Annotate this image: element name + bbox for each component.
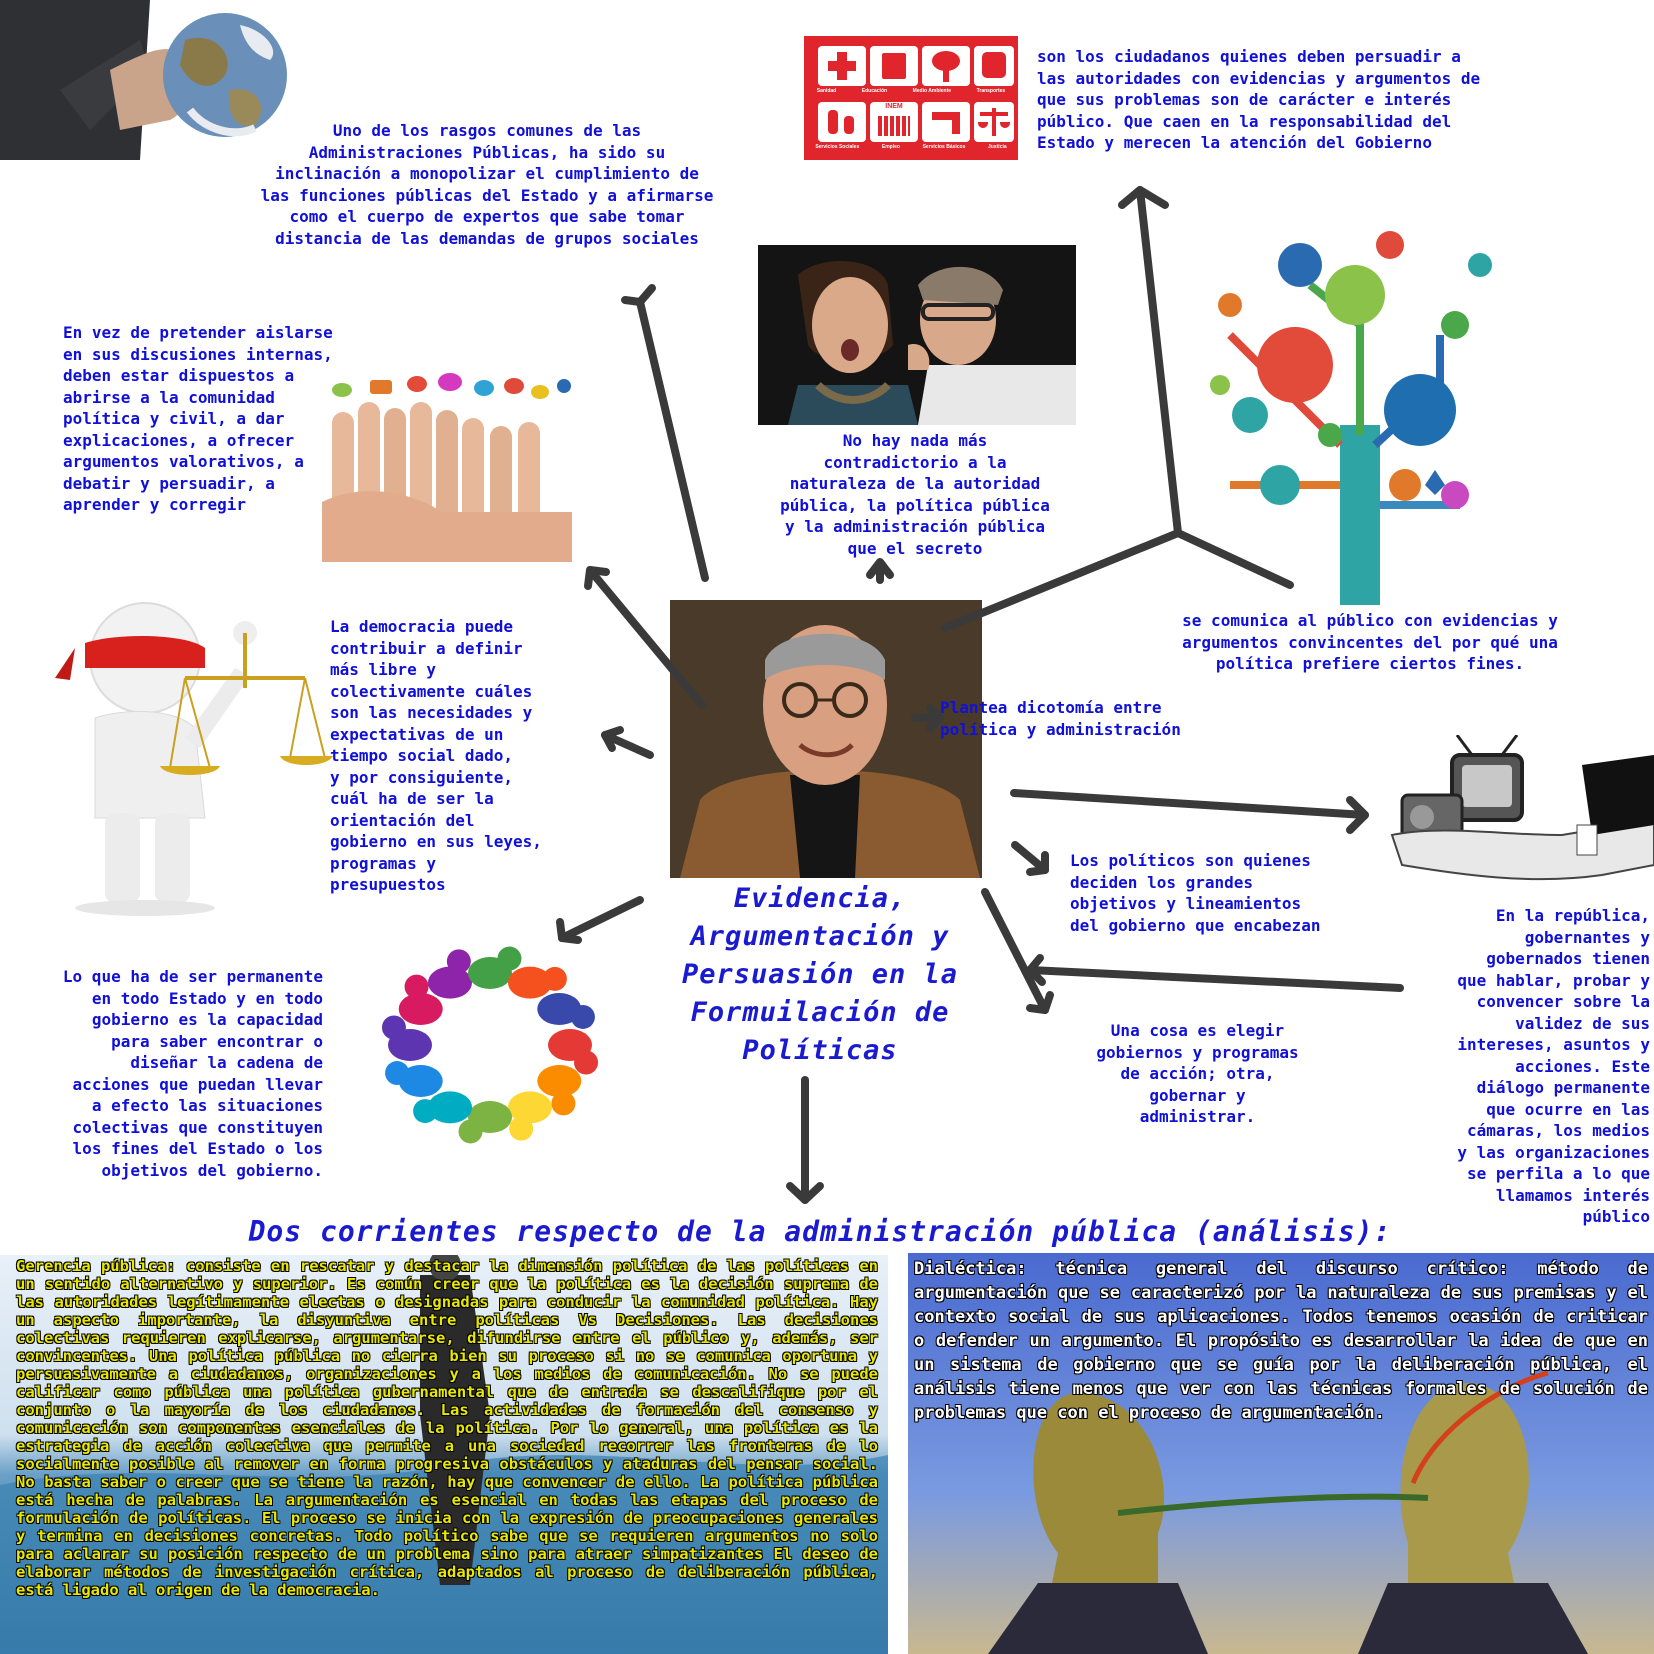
ring-figure-head (542, 966, 567, 991)
service-label: Sanidad (816, 88, 837, 94)
ring-figure (537, 993, 582, 1025)
ring-figure-head (509, 1116, 534, 1141)
note-citizens-persuade: son los ciudadanos quienes deben persuad… (1037, 47, 1481, 152)
inem-label: INEM (885, 103, 903, 110)
whisper-photo (758, 245, 1076, 425)
ring-figure (537, 1065, 582, 1097)
family-icon (818, 102, 866, 142)
section-title: Dos corrientes respecto de la administra… (248, 1215, 1392, 1248)
note-democracy: La democracia puede contribuir a definir… (330, 617, 542, 894)
people-ring-image (340, 930, 640, 1160)
note-secrecy: No hay nada más contradictorio a la natu… (780, 431, 1050, 558)
service-label: Medio Ambiente (912, 88, 952, 94)
note-dichotomy: Plantea dicotomía entre política y admin… (940, 698, 1181, 739)
ring-figure (398, 993, 443, 1025)
finger-faces-image (322, 372, 572, 562)
train-icon (974, 46, 1014, 86)
ring-figure (428, 966, 472, 999)
service-label: Servicios Básicos (922, 144, 966, 150)
ring-figure (428, 1091, 472, 1124)
note-elect-govern: Una cosa es elegir gobiernos y programas… (1096, 1021, 1299, 1126)
justice-figure-image (35, 588, 335, 918)
ring-figure-head (458, 1119, 483, 1144)
health-cross-icon (818, 46, 866, 86)
note-open-community: En vez de pretender aislarse en sus disc… (63, 323, 333, 514)
ring-figure (508, 1091, 552, 1124)
ring-figure-head (446, 949, 471, 974)
service-label: Justicia (988, 144, 1007, 150)
ring-figure-head (574, 1050, 599, 1075)
service-label: Empleo (881, 144, 900, 150)
book-icon (870, 46, 918, 86)
media-hand-image (1382, 735, 1654, 885)
note-communicates-public: se comunica al público con evidencias y … (1182, 611, 1558, 673)
ring-figure-head (497, 946, 522, 971)
knowledge-tree-image (1190, 185, 1512, 605)
author-portrait (640, 600, 1012, 878)
ring-figure (508, 966, 552, 999)
gerencia-text: Gerencia pública: consiste en rescatar y… (16, 1257, 878, 1599)
employment-icon: INEM (870, 102, 918, 142)
ring-figure-head (413, 1099, 438, 1124)
ring-figure-head (385, 1061, 410, 1086)
note-permanent-capacity: Lo que ha de ser permanente en todo Esta… (62, 967, 323, 1180)
faucet-icon (922, 102, 970, 142)
ring-figure-head (551, 1091, 576, 1116)
globe-hand-image (0, 0, 300, 160)
dialectica-text: Dialéctica: técnica general del discurso… (914, 1259, 1648, 1423)
dialectica-panel: Dialéctica: técnica general del discurso… (908, 1253, 1654, 1654)
note-republic: En la república, gobernantes y gobernado… (1457, 906, 1650, 1226)
ring-figure (398, 1065, 443, 1097)
service-label: Servicios Sociales (815, 144, 860, 150)
public-services-icons-panel: Sanidad Educación Medio Ambiente Transpo… (804, 36, 1018, 160)
note-monopolize: Uno de los rasgos comunes de las Adminis… (260, 121, 714, 248)
service-label: Transportes (976, 88, 1006, 94)
scales-icon (974, 102, 1014, 142)
service-label: Educación (861, 88, 888, 94)
ring-figure-head (404, 974, 429, 999)
gerencia-panel: Gerencia pública: consiste en rescatar y… (0, 1255, 888, 1654)
tree-icon (922, 46, 970, 86)
note-politicians: Los políticos son quienes deciden los gr… (1070, 851, 1321, 935)
central-title: Evidencia, Argumentación y Persuasión en… (681, 883, 959, 1066)
ring-figure-head (381, 1015, 406, 1040)
ring-figure-head (570, 1004, 595, 1029)
